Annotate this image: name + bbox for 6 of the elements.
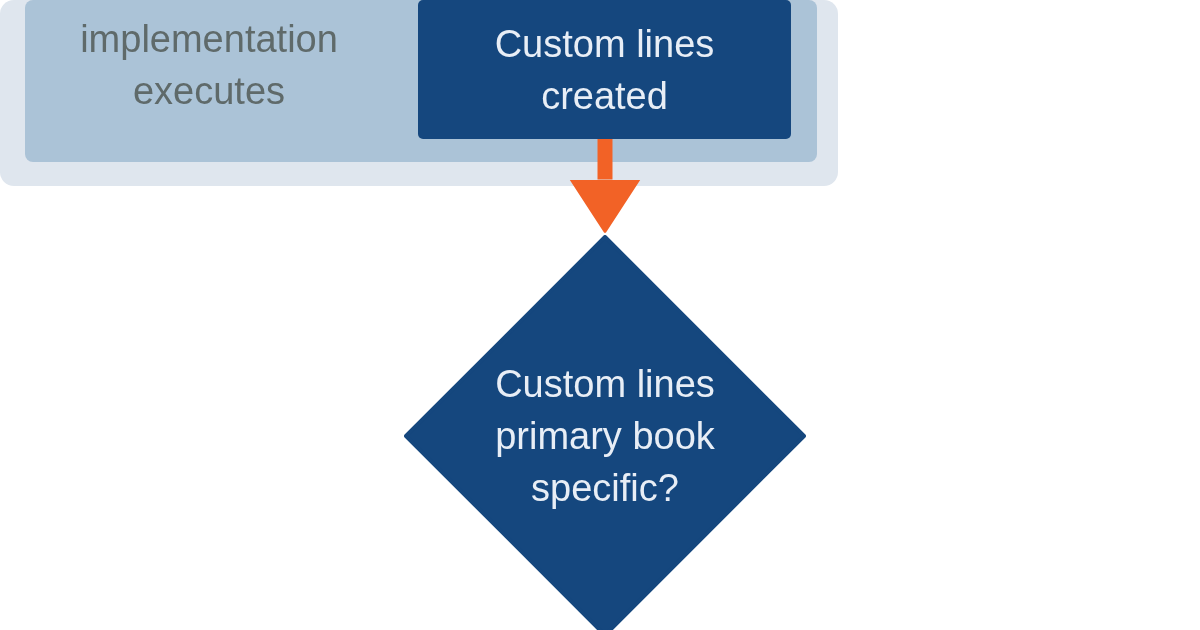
panel-label: implementation executes [79, 17, 339, 114]
process-box [418, 0, 791, 139]
group-panel [0, 0, 838, 186]
decision-label: Custom lines primary book specific? [494, 362, 716, 511]
group-panel [25, 0, 817, 162]
box-label: Custom lines created [493, 21, 716, 119]
